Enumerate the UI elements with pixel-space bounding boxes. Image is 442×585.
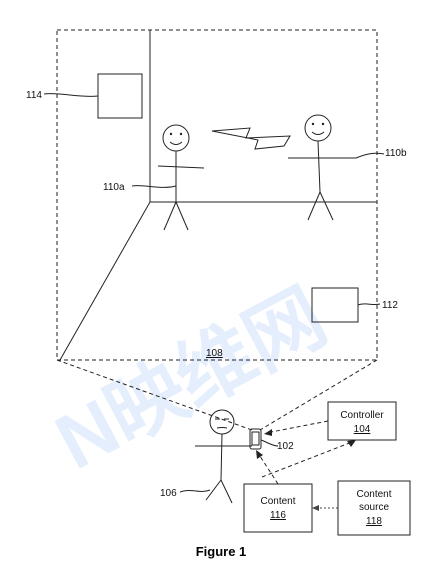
label-106: 106: [160, 488, 177, 499]
controller-title: Controller: [340, 410, 384, 421]
link-device-controller: [261, 441, 353, 478]
leader-112: [357, 303, 381, 306]
user-110a-figure: [157, 124, 205, 231]
user-106-figure: [195, 409, 252, 504]
view-line-right: [259, 359, 378, 431]
label-110a: 110a: [103, 182, 125, 193]
leader-110b: [355, 152, 385, 159]
picture-frame-114: [97, 73, 143, 119]
device-screen: [251, 431, 260, 446]
controller-ref: 104: [354, 424, 371, 435]
user-110b-figure: [288, 114, 356, 221]
lightning-bolt: [211, 127, 291, 150]
room-boundary: [56, 29, 378, 361]
label-102: 102: [277, 441, 294, 452]
label-112: 112: [382, 300, 398, 311]
leader-114: [43, 93, 99, 97]
content-box: [243, 483, 313, 533]
leader-106: [179, 489, 211, 493]
leader-110a: [131, 185, 177, 188]
arrow-content-device: [256, 450, 263, 459]
label-114: 114: [26, 90, 42, 101]
label-110b: 110b: [385, 148, 407, 159]
arrow-device-controller: [347, 440, 356, 447]
label-108: 108: [206, 348, 223, 359]
content-title: Content: [260, 496, 295, 507]
content-ref: 116: [270, 510, 286, 521]
figure-caption: Figure 1: [196, 544, 247, 559]
link-content-device: [257, 452, 279, 485]
content-source-line1: Content: [356, 489, 391, 500]
content-source-line2: source: [359, 502, 389, 513]
arrow-controller-device: [264, 429, 272, 436]
leader-102: [260, 439, 279, 447]
link-controller-device: [265, 420, 329, 434]
device-102: [249, 428, 262, 450]
arrow-source-content: [312, 505, 319, 511]
wall-diagonal: [59, 201, 151, 361]
content-source-ref: 118: [366, 516, 382, 527]
watermark: N映维网: [42, 272, 340, 486]
